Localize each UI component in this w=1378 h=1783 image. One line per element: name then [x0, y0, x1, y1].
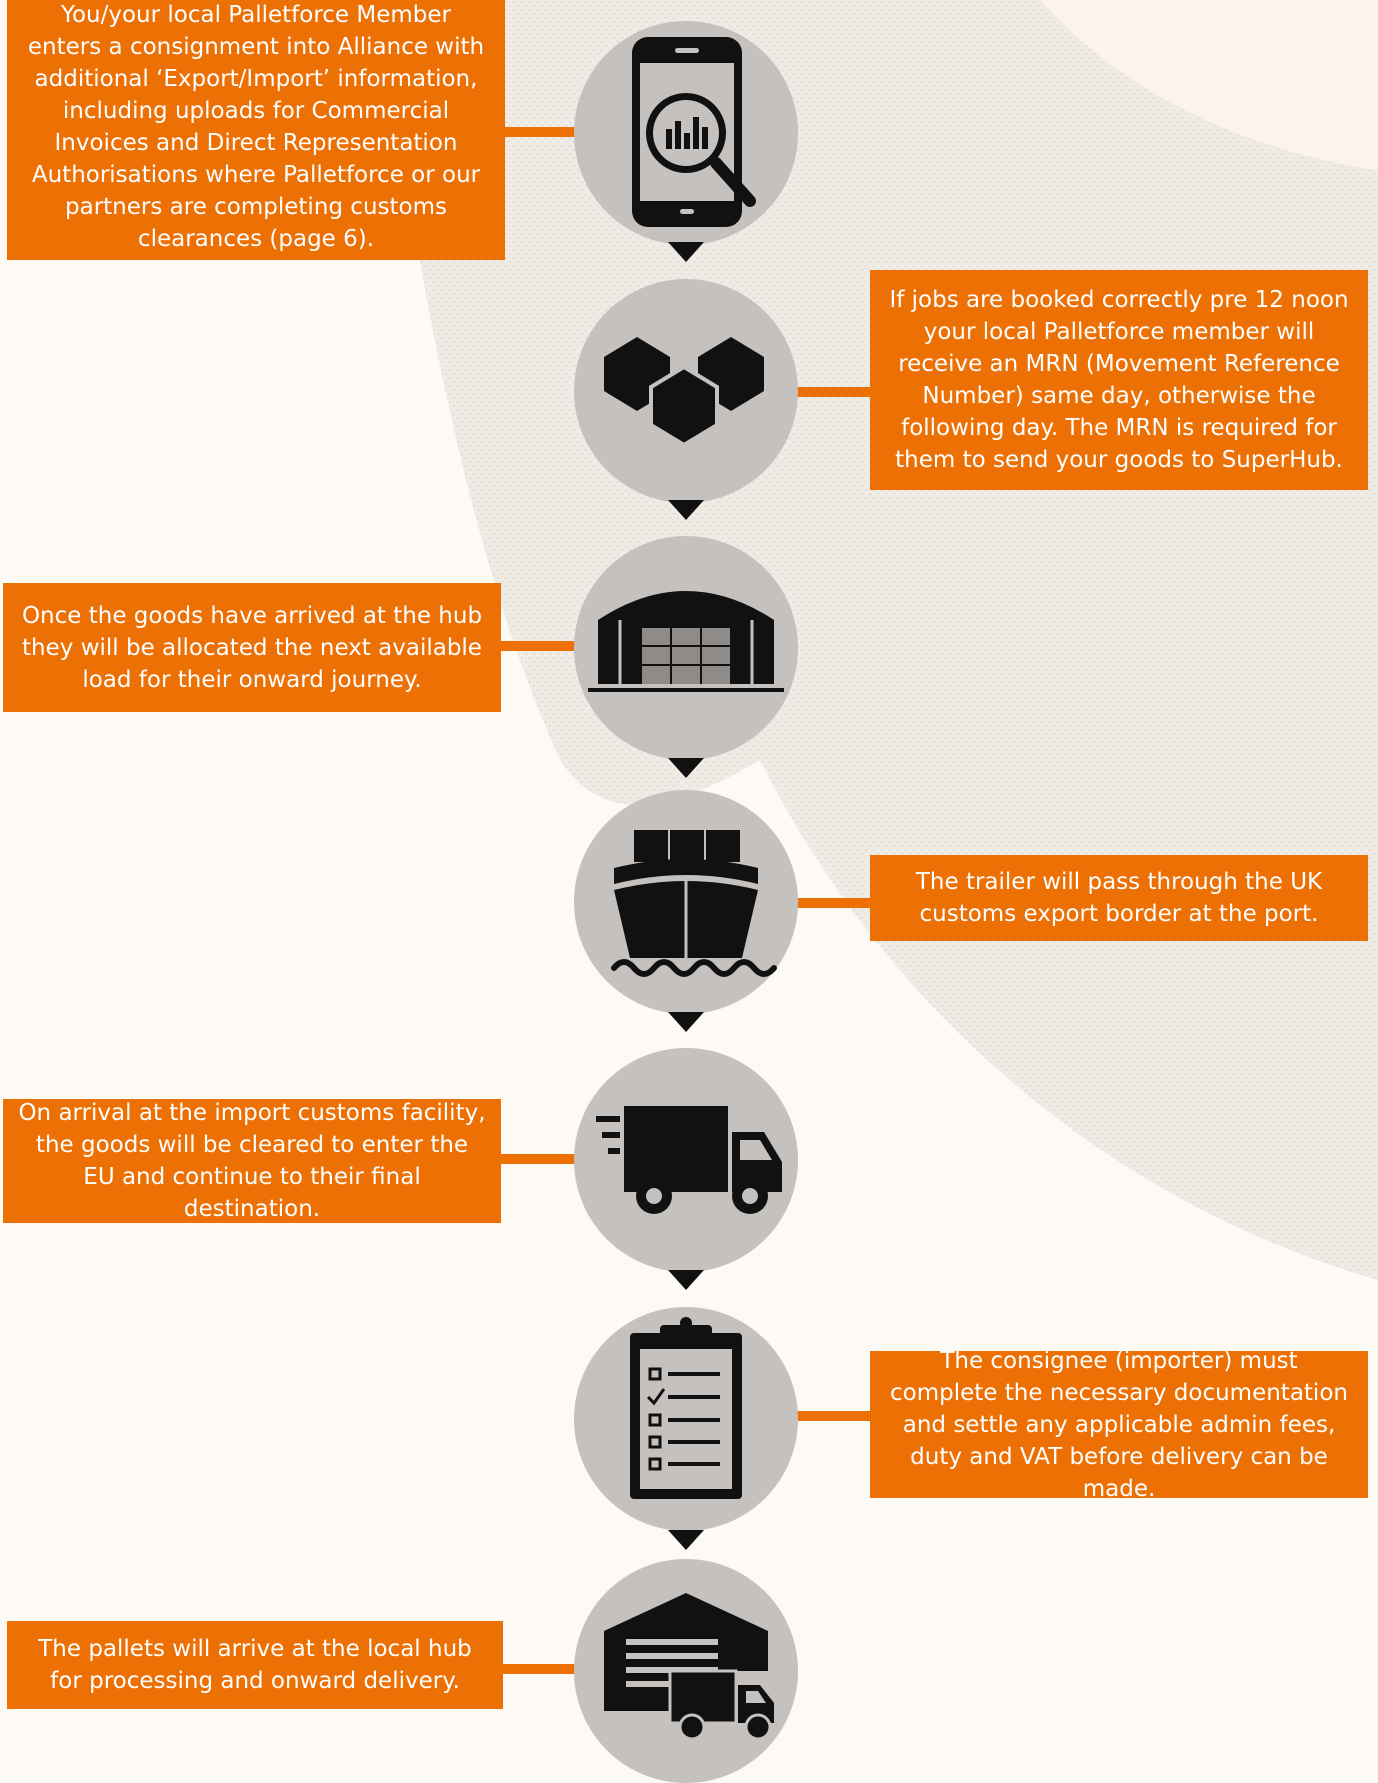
step-3-arrow: [668, 758, 704, 778]
step-1-box: You/your local Palletforce Member enters…: [7, 0, 505, 260]
step-2-text: If jobs are booked correctly pre 12 noon…: [889, 287, 1349, 473]
step-1-connector: [505, 127, 585, 137]
step-5-arrow: [668, 1270, 704, 1290]
step-2-arrow: [668, 500, 704, 520]
step-4-arrow: [668, 1012, 704, 1032]
step-3-circle: [574, 536, 798, 760]
clipboard-checklist-icon: [630, 1317, 742, 1499]
step-7-circle: [574, 1559, 798, 1783]
ship-icon: [611, 830, 777, 977]
step-1-text: You/your local Palletforce Member enters…: [27, 2, 485, 252]
step-1-arrow: [668, 242, 704, 262]
step-3-box: Once the goods have arrived at the hub t…: [3, 583, 501, 712]
step-7-box: The pallets will arrive at the local hub…: [7, 1621, 503, 1709]
step-4-circle: [574, 790, 798, 1014]
step-6-text: The consignee (importer) must complete t…: [890, 1347, 1348, 1502]
step-3-text: Once the goods have arrived at the hub t…: [21, 602, 483, 693]
step-1-circle: [574, 21, 798, 245]
step-5-text: On arrival at the import customs facilit…: [18, 1100, 486, 1222]
truck-icon: [596, 1106, 782, 1214]
step-6-circle: [574, 1307, 798, 1531]
step-2-connector: [790, 387, 872, 397]
step-7-text: The pallets will arrive at the local hub…: [38, 1636, 472, 1694]
cubes-icon: [604, 337, 764, 448]
step-2-circle: [574, 279, 798, 503]
step-6-arrow: [668, 1530, 704, 1550]
step-4-box: The trailer will pass through the UK cus…: [870, 855, 1368, 941]
phone-analytics-icon: [632, 37, 756, 227]
warehouse-icon: [588, 591, 784, 692]
step-6-box: The consignee (importer) must complete t…: [870, 1348, 1368, 1502]
step-4-connector: [790, 898, 872, 908]
depot-delivery-icon: [604, 1593, 774, 1741]
step-5-box: On arrival at the import customs facilit…: [3, 1099, 501, 1223]
step-4-text: The trailer will pass through the UK cus…: [915, 869, 1323, 927]
step-5-connector: [500, 1154, 585, 1164]
step-3-connector: [500, 641, 585, 651]
step-6-connector: [790, 1411, 872, 1421]
step-5-circle: [574, 1048, 798, 1272]
step-7-connector: [500, 1664, 585, 1674]
step-2-box: If jobs are booked correctly pre 12 noon…: [870, 270, 1368, 490]
